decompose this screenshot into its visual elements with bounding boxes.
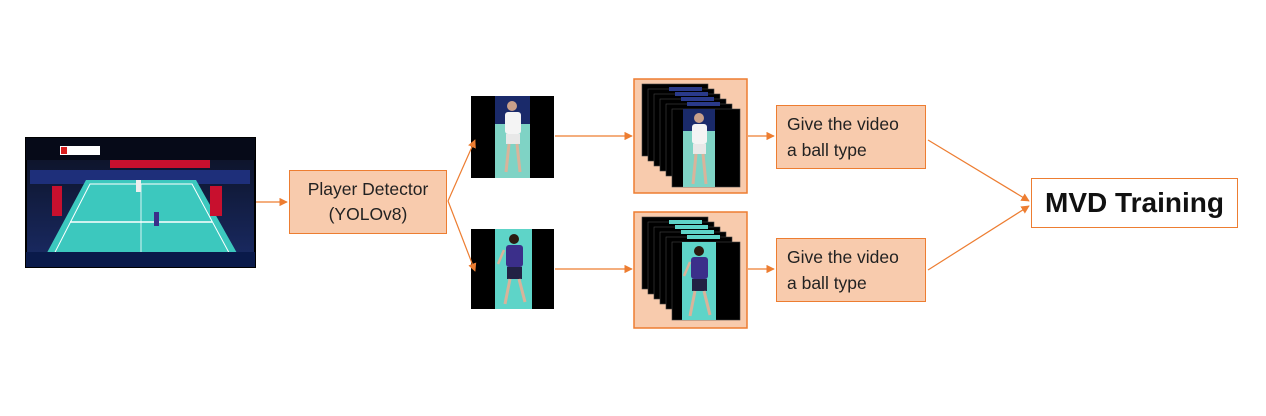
player-crop-bottom-image [471, 229, 554, 309]
arrow-label-top-to-training [927, 139, 1030, 202]
arrow-label-bottom-to-training [927, 205, 1030, 271]
frame-stack-top [633, 78, 748, 194]
ball-type-box-bottom: Give the video a ball type [776, 238, 926, 302]
mvd-training-label: MVD Training [1045, 187, 1224, 218]
ball-type-label-bottom: Give the video a ball type [787, 247, 899, 293]
player-detector-box: Player Detector (YOLOv8) [289, 170, 447, 234]
ball-type-box-top: Give the video a ball type [776, 105, 926, 169]
mvd-training-box: MVD Training [1031, 178, 1238, 228]
player-detector-label: Player Detector (YOLOv8) [307, 179, 429, 224]
frame-stack-bottom [633, 211, 748, 329]
broadcast-frame-image [25, 137, 256, 268]
arrow-detector-to-crop-bottom [447, 200, 477, 272]
arrow-detector-to-crop-top [447, 139, 476, 202]
ball-type-label-top: Give the video a ball type [787, 114, 899, 160]
player-crop-top-image [471, 96, 554, 178]
